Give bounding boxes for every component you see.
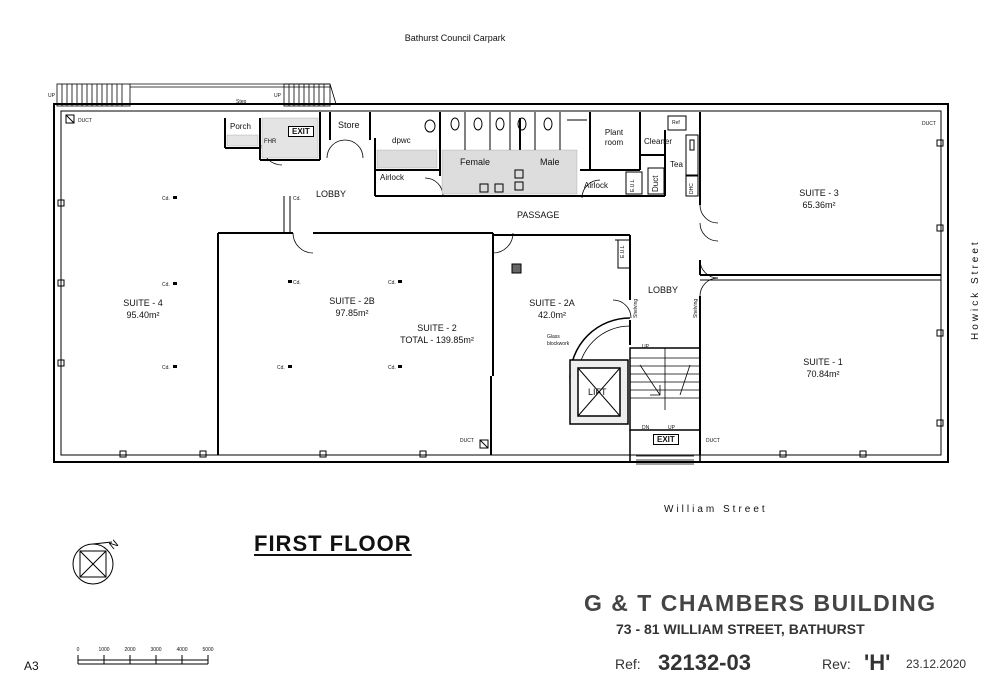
lobby-north: LOBBY <box>316 189 347 199</box>
sheet-size: A3 <box>24 659 39 673</box>
stair-down-marker: DN <box>642 425 650 431</box>
suite-name: SUITE - 2B <box>329 296 375 306</box>
suite-4-walls <box>217 196 494 455</box>
room-tea: Tea <box>670 160 683 169</box>
building-name: G & T CHAMBERS BUILDING <box>584 590 937 616</box>
drawing-date: 23.12.2020 <box>906 657 967 671</box>
suite-name: SUITE - 2A <box>529 298 575 308</box>
stair-up-marker: UP <box>668 425 675 431</box>
suite-4-label: SUITE - 4 95.40m² <box>123 297 163 321</box>
stair-up-marker: UP <box>642 344 649 350</box>
ceiling-outlet-label: Cd. <box>162 282 170 288</box>
duct-marker: DUCT <box>460 438 474 444</box>
rev-label: Rev: <box>822 656 851 672</box>
duct-marker: DUCT <box>78 118 92 124</box>
suite-3-label: SUITE - 3 65.36m² <box>799 187 839 211</box>
room-duct: Duct <box>651 175 660 192</box>
room-female-wc: Female <box>460 157 491 167</box>
room-dpwc: dpwc <box>392 136 411 145</box>
eul-label: E.U.L <box>630 179 636 192</box>
street-label-howick: Howick Street <box>970 239 981 340</box>
wall-piers <box>57 114 944 458</box>
scale-tick-label: 2000 <box>124 647 136 653</box>
lift-shaft <box>569 359 629 425</box>
room-plant: Plant room <box>604 128 624 147</box>
shelving-label: Shelving <box>693 298 699 318</box>
street-label-william: William Street <box>664 504 768 515</box>
scale-tick-label: 1000 <box>98 647 110 653</box>
east-suite-walls <box>699 198 941 455</box>
room-airlock-east: Airlock <box>584 181 609 190</box>
suite-name: SUITE - 3 <box>799 188 839 198</box>
room-cleaner: Cleaner <box>644 137 673 146</box>
suite-area: 97.85m² <box>335 308 369 318</box>
suite-name: SUITE - 1 <box>803 357 843 367</box>
external-stair-left <box>56 83 330 107</box>
suite-1-label: SUITE - 1 70.84m² <box>803 356 843 380</box>
stair-up-marker: UP <box>274 93 281 99</box>
suite-2-label: SUITE - 2 TOTAL - 139.85m² <box>400 322 474 346</box>
suite-area: 95.40m² <box>126 310 160 320</box>
duct-marker: DUCT <box>922 121 936 127</box>
north-arrow-icon: N <box>72 538 121 585</box>
glass-blockwork-label: Glass blockwork <box>547 334 570 347</box>
shelving-label: Shelving <box>633 298 639 318</box>
building-address: 73 - 81 WILLIAM STREET, BATHURST <box>616 621 865 637</box>
room-male-wc: Male <box>540 157 560 167</box>
lobby-east: LOBBY <box>648 285 679 295</box>
lift-label: LIFT <box>588 387 607 397</box>
suite-area: 65.36m² <box>802 200 836 210</box>
stair-up-marker: UP <box>48 93 55 99</box>
carpark-label: Bathurst Council Carpark <box>404 33 506 43</box>
internal-stair <box>629 347 701 465</box>
suite-name: SUITE - 2 <box>417 323 457 333</box>
exit-sign: EXIT <box>288 126 314 137</box>
ceiling-outlet-label: Cd. <box>162 196 170 202</box>
room-store: Store <box>338 120 360 130</box>
floor-title: FIRST FLOOR <box>254 531 412 556</box>
ceiling-outlet-label: Cd. <box>388 280 396 286</box>
svg-text:N: N <box>107 538 121 552</box>
suite-area: 70.84m² <box>806 369 840 379</box>
outer-walls <box>53 103 949 463</box>
fridge-label: Ref <box>672 120 680 126</box>
suite-2a-label: SUITE - 2A 42.0m² <box>529 297 575 321</box>
ref-label: Ref: <box>615 656 641 672</box>
scale-tick-label: 0 <box>76 647 80 653</box>
scale-tick-label: 5000 <box>202 647 214 653</box>
ceiling-outlet-label: Cd. <box>162 365 170 371</box>
ceiling-outlet-label: Cd. <box>293 196 301 202</box>
ceiling-outlet-label: Cd. <box>388 365 396 371</box>
exit-sign: EXIT <box>653 434 679 445</box>
step-label: Step <box>236 99 247 105</box>
ceiling-outlet-label: Cd. <box>277 365 285 371</box>
ceiling-outlet-label: Cd. <box>293 280 301 286</box>
external-stair-right <box>283 83 337 107</box>
suite-2b-label: SUITE - 2B 97.85m² <box>329 295 375 319</box>
ref-value: 32132-03 <box>658 650 751 675</box>
scale-tick-label: 3000 <box>150 647 162 653</box>
room-porch: Porch <box>230 122 251 131</box>
passage: PASSAGE <box>517 210 560 220</box>
fhr-label: FHR <box>264 139 277 145</box>
suite-name: SUITE - 4 <box>123 298 163 308</box>
eul-label: E.U.L <box>620 245 626 258</box>
ceiling-outlets <box>173 196 402 368</box>
scale-tick-label: 4000 <box>176 647 188 653</box>
dhc-label: DHC <box>689 183 695 194</box>
wc-cubicles <box>424 112 587 193</box>
rev-value: 'H' <box>864 650 891 675</box>
suite-area: TOTAL - 139.85m² <box>400 335 474 345</box>
scale-bar <box>77 655 209 665</box>
suite-area: 42.0m² <box>537 310 567 320</box>
tiled-floor <box>226 117 578 195</box>
tea-fittings <box>625 115 699 197</box>
room-airlock-west: Airlock <box>380 173 405 182</box>
duct-marker: DUCT <box>706 438 720 444</box>
